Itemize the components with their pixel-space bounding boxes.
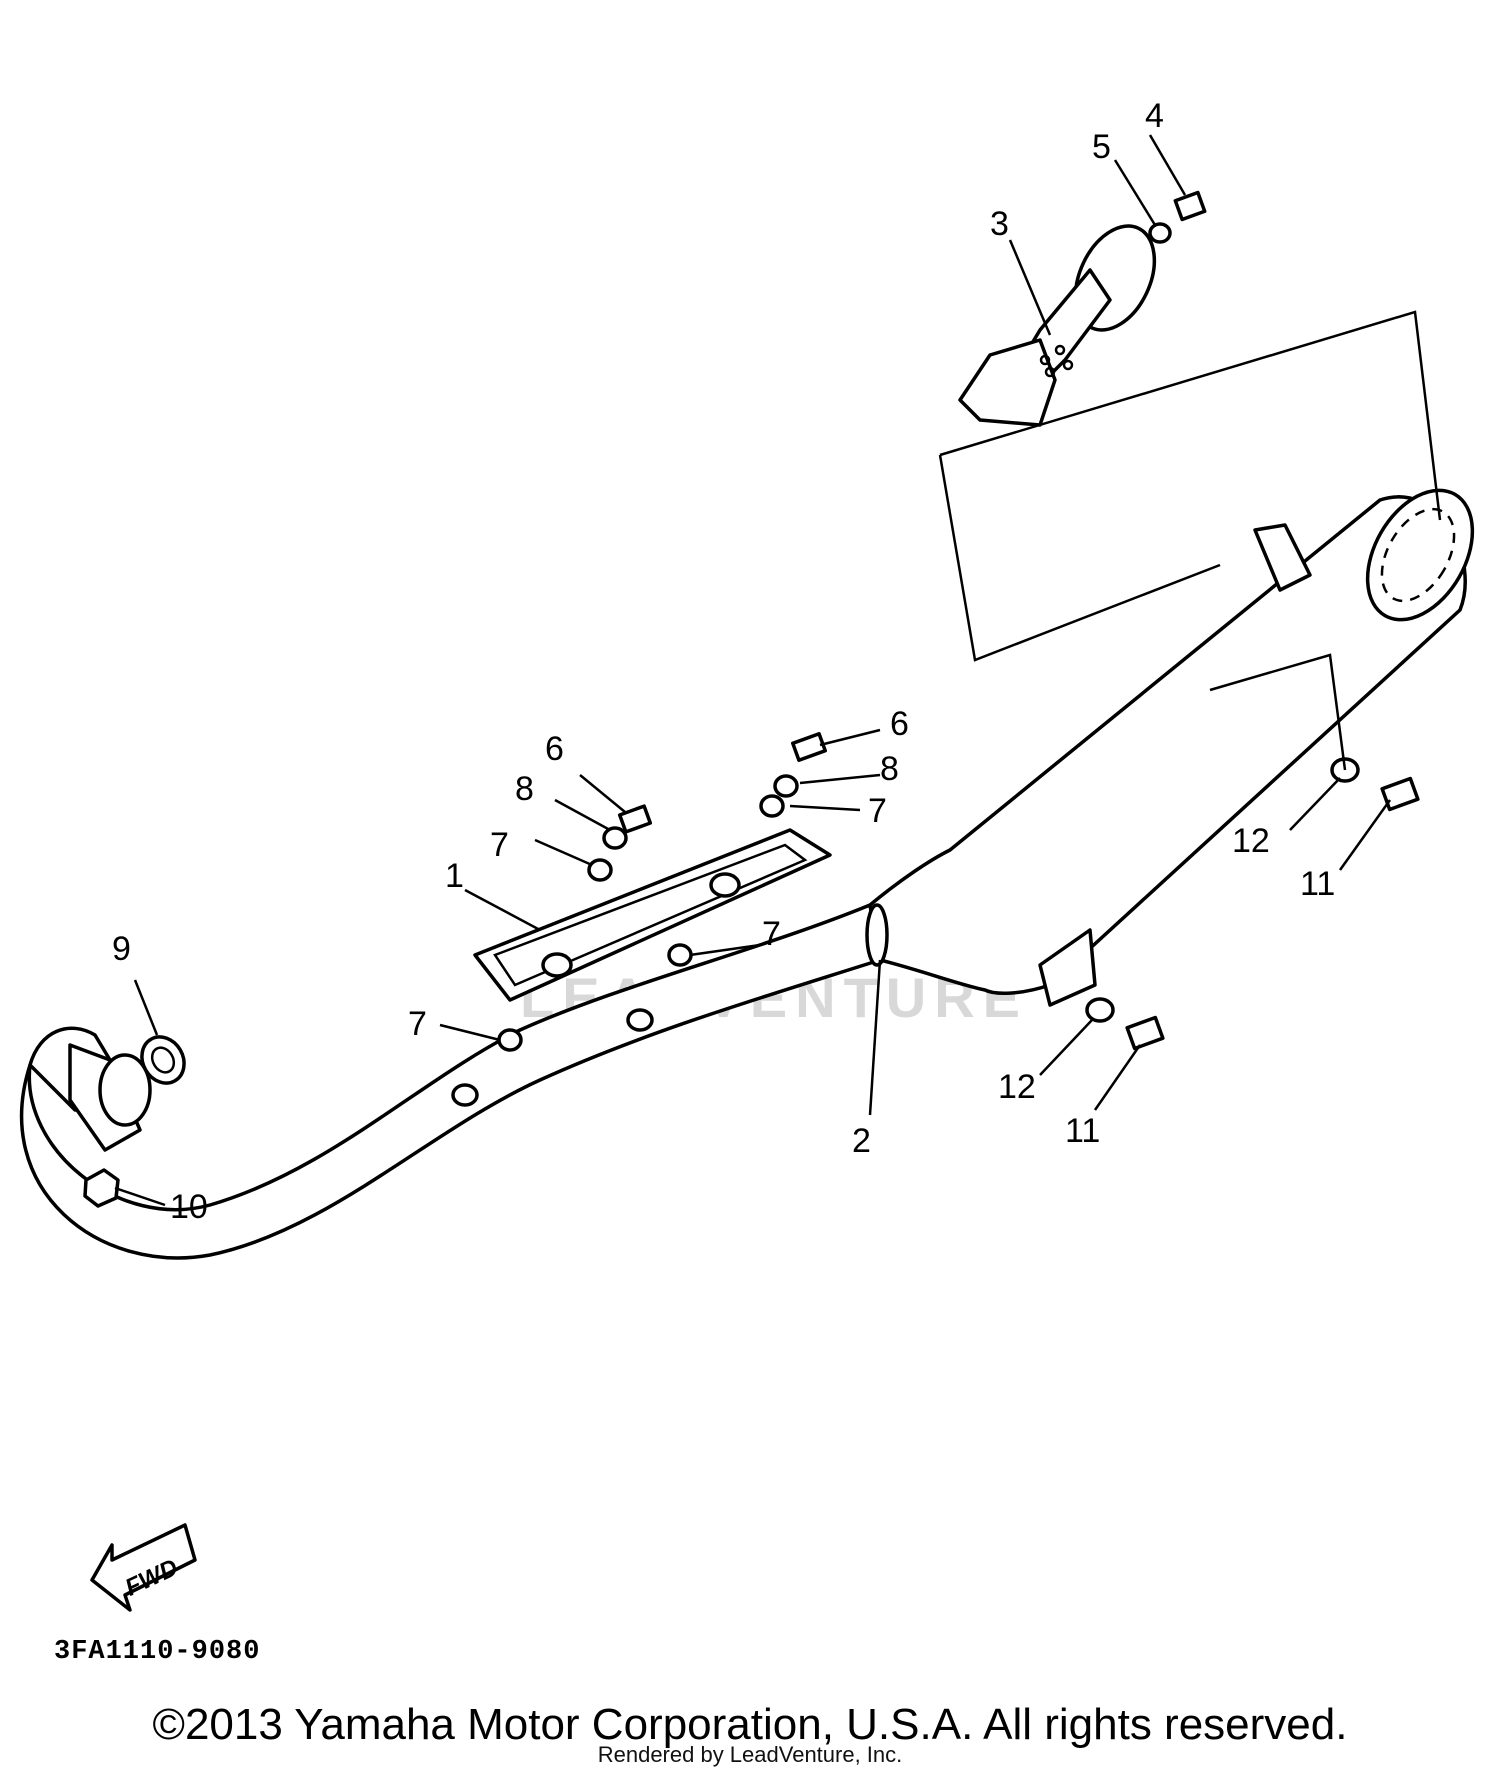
callout-12-lower: 12 (998, 1068, 1036, 1106)
copyright-notice: ©2013 Yamaha Motor Corporation, U.S.A. A… (152, 1700, 1348, 1749)
muffler-body[interactable] (865, 472, 1494, 1007)
callout-10: 10 (170, 1188, 208, 1226)
screw-part-6-right[interactable] (791, 732, 827, 762)
callout-7-right-bottom: 7 (762, 915, 781, 953)
diagram-code: 3FA1110-9080 (54, 1637, 261, 1667)
callout-12-upper: 12 (1232, 822, 1270, 860)
callout-6-right: 6 (890, 705, 909, 743)
callout-6-left: 6 (545, 730, 564, 768)
callout-9: 9 (112, 930, 131, 968)
nut-part-10[interactable] (83, 1168, 120, 1208)
leader-lines (114, 134, 1392, 1207)
callout-7-right-top: 7 (868, 792, 887, 830)
heat-shield-part[interactable] (473, 828, 832, 1002)
callout-8-left: 8 (515, 770, 534, 808)
washer-part-8-left[interactable] (602, 826, 628, 850)
fwd-arrow-icon: FWD (90, 1523, 197, 1612)
grommet-part-7[interactable] (497, 794, 785, 1052)
bolt-part-11[interactable] (1125, 776, 1420, 1051)
callout-3: 3 (990, 205, 1009, 243)
screw-part-6-left[interactable] (617, 804, 653, 834)
callout-2: 2 (852, 1122, 871, 1160)
gasket-part-9[interactable] (134, 1029, 193, 1091)
callout-1: 1 (445, 857, 464, 895)
callout-11-lower: 11 (1065, 1112, 1100, 1150)
washer-part-8-right[interactable] (773, 774, 799, 798)
exhaust-pipe-part[interactable] (19, 903, 882, 1260)
callout-7-left-top: 7 (490, 826, 509, 864)
washer-part-5[interactable] (1148, 222, 1172, 244)
assembly-guide-lines (938, 310, 1442, 771)
callout-4: 4 (1145, 97, 1164, 135)
spark-arrester-part[interactable] (958, 213, 1170, 427)
callout-11-upper: 11 (1300, 865, 1335, 903)
callout-7-left-bottom: 7 (408, 1005, 427, 1043)
callout-5: 5 (1092, 128, 1111, 166)
callout-8-right: 8 (880, 750, 899, 788)
rendered-by-notice: Rendered by LeadVenture, Inc. (597, 1742, 903, 1767)
bolt-part-4[interactable] (1173, 190, 1207, 222)
